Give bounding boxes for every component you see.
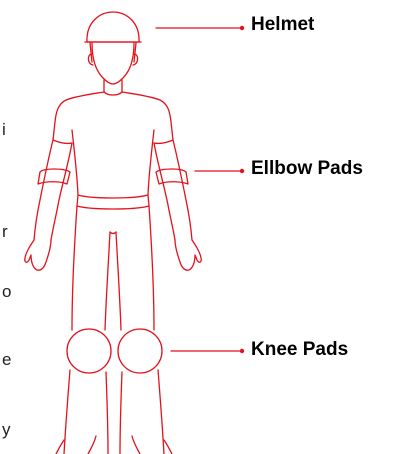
foot-left-b <box>88 436 96 454</box>
helmet-shell <box>87 12 139 42</box>
hand-left <box>25 240 51 270</box>
arm-right-inner <box>154 143 175 240</box>
edge-text-5: y <box>2 420 11 440</box>
shin-right-outer <box>158 370 164 454</box>
shin-right-inner <box>120 372 122 454</box>
collar <box>104 92 122 95</box>
torso-side-left <box>72 130 78 195</box>
helmet-label: Helmet <box>251 14 314 36</box>
knee-pads-label: Knee Pads <box>251 339 348 361</box>
knee-pad-left <box>67 329 111 373</box>
leg-right-outer <box>149 206 154 330</box>
torso-upper-right <box>122 92 173 143</box>
figure-outline <box>25 12 201 454</box>
helmet-leader-dot <box>240 26 244 30</box>
face <box>92 43 134 84</box>
elbow-pads-label: Ellbow Pads <box>251 158 363 180</box>
torso-upper-left <box>53 92 104 143</box>
leg-left-inner <box>105 232 110 330</box>
shin-left-inner <box>106 372 108 454</box>
leg-left-outer <box>72 206 77 330</box>
edge-text-3: o <box>2 282 11 302</box>
foot-right-b <box>164 440 172 454</box>
hand-right <box>175 240 201 270</box>
crotch <box>110 232 116 234</box>
leg-right-inner <box>116 232 121 330</box>
knee-leader-dot <box>240 349 244 353</box>
waistband <box>77 195 149 209</box>
torso-side-right <box>148 130 154 195</box>
edge-text-1: i <box>2 120 6 140</box>
foot-left-a <box>56 440 64 454</box>
knee-pad-right <box>118 329 162 373</box>
arm-left-inner <box>51 143 72 240</box>
foot-right-a <box>132 436 140 454</box>
edge-text-2: r <box>2 222 8 242</box>
arm-right-outer <box>173 140 192 240</box>
shin-left-outer <box>64 370 70 454</box>
callouts <box>156 26 244 353</box>
elbow-leader-dot <box>240 169 244 173</box>
edge-text-4: e <box>2 350 11 370</box>
arm-left-outer <box>34 140 53 240</box>
